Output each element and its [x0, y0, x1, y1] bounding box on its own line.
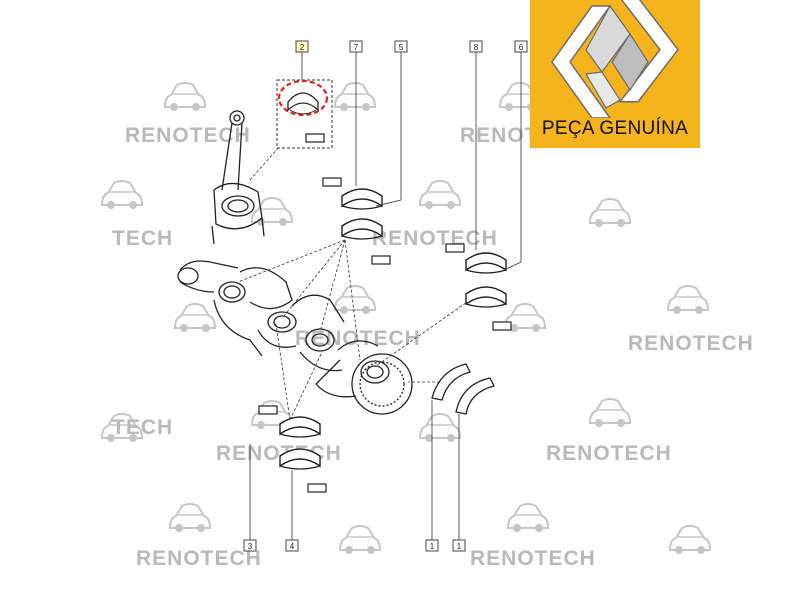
bearing-shells-upper [322, 177, 391, 265]
watermark-text: RENOTECH [216, 442, 342, 465]
bearing-shells-main [445, 243, 512, 331]
watermark-text: RENOTECH [372, 227, 498, 250]
callout-lines [249, 52, 522, 540]
crankshaft [177, 260, 413, 415]
callout-number: 3 [248, 542, 253, 551]
callout-1-left[interactable]: 1 [425, 539, 439, 552]
watermark-text: RENOTECH [470, 547, 596, 570]
callout-3[interactable]: 3 [243, 539, 257, 552]
genuine-part-badge: PEÇA GENUÍNA [530, 0, 700, 148]
callout-number: 8 [474, 43, 479, 52]
watermark-text-partial: TECH [112, 227, 173, 250]
watermark-text: RENOTECH [628, 332, 754, 355]
spec-tag [305, 133, 325, 143]
connecting-rod [211, 110, 265, 245]
watermark-text-partial: TECH [112, 416, 173, 439]
callout-number: 4 [290, 542, 295, 551]
callout-number: 1 [457, 542, 462, 551]
callout-number: 1 [430, 542, 435, 551]
watermark-texts: RENOTECH RENOTECH TECH RENOTECH RENOTECH… [112, 124, 754, 570]
genuine-part-label: PEÇA GENUÍNA [541, 118, 689, 139]
thrust-washers [431, 363, 495, 415]
callout-7[interactable]: 7 [349, 40, 363, 53]
callout-6[interactable]: 6 [514, 40, 528, 53]
bearing-shells-lower [258, 405, 327, 493]
part-2-detail[interactable] [276, 79, 333, 149]
callout-number: 5 [399, 43, 404, 52]
callout-2[interactable]: 2 [295, 40, 309, 53]
watermark-text: RENOTECH [136, 547, 262, 570]
watermark-car-icons [101, 82, 711, 555]
callout-1-right[interactable]: 1 [452, 539, 466, 552]
renault-diamond-icon [551, 0, 679, 118]
highlight-circle [277, 79, 329, 117]
callout-number: 2 [300, 43, 305, 52]
callout-number: 7 [354, 43, 359, 52]
callout-4[interactable]: 4 [285, 539, 299, 552]
callout-number: 6 [519, 43, 524, 52]
watermark-text: RENOTECH [546, 442, 672, 465]
leader-lines [237, 239, 471, 421]
watermark-text: RENOTECH [125, 124, 251, 147]
callout-5[interactable]: 5 [394, 40, 408, 53]
callout-8[interactable]: 8 [469, 40, 483, 53]
